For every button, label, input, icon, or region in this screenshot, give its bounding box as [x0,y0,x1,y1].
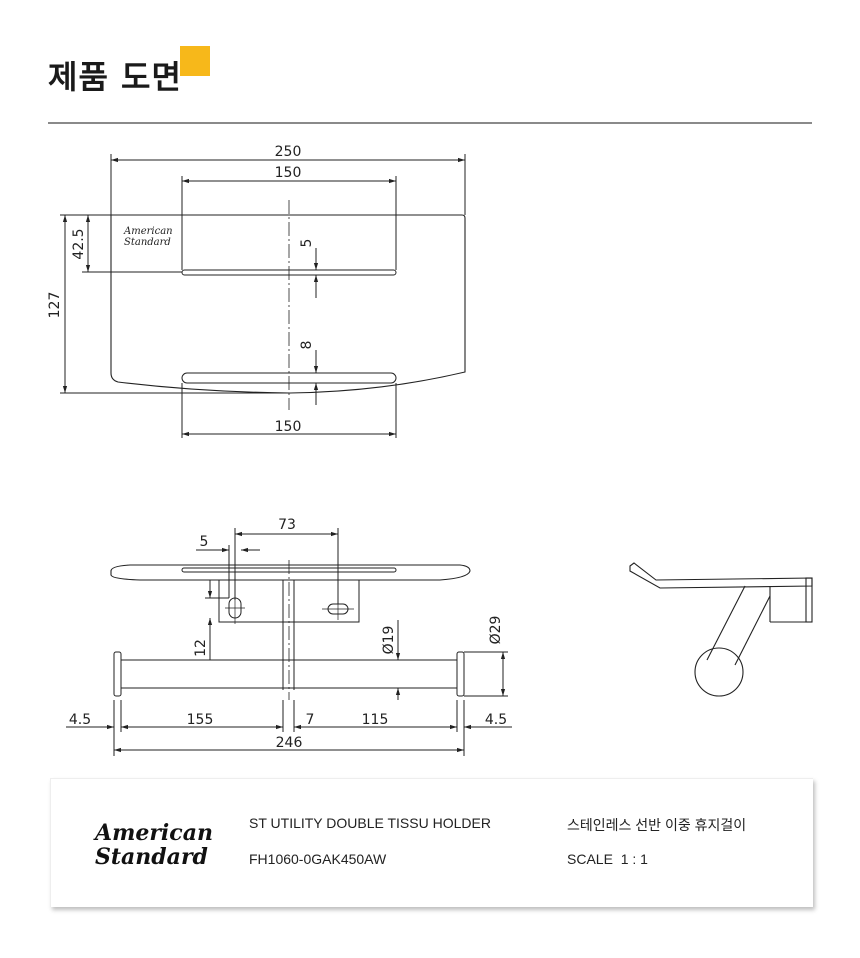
dim-slot-width-bottom: 150 [275,419,302,435]
dim-end-cap-diameter: Ø29 [488,616,504,645]
brand-logo: American Standard [95,821,213,869]
dim-overall-depth: 127 [47,292,63,319]
title-accent-square [180,46,210,76]
top-view-brand-line1: American [123,226,173,237]
dim-slot-offset: 5 [200,534,209,550]
scale-label: SCALE 1 : 1 [567,851,648,867]
brand-logo-line2: Standard [95,844,208,870]
title-block-info: American Standard ST UTILITY DOUBLE TISS… [50,778,813,907]
dim-left-span: 155 [187,712,214,728]
dim-center-gap: 7 [306,712,315,728]
dim-overall-width: 250 [275,144,302,160]
top-view [60,154,466,438]
dim-logo-offset: 42.5 [71,228,87,259]
product-name-en: ST UTILITY DOUBLE TISSU HOLDER [249,815,491,831]
dim-slot-width-top: 150 [275,165,302,181]
side-view [629,562,813,697]
front-view [66,528,512,756]
brand-logo-line1: American [95,820,213,846]
dim-right-span: 115 [362,712,389,728]
page-title: 제품 도면 [48,58,182,96]
top-view-brand-line2: Standard [124,237,171,248]
title-block: 제품 도면 [48,46,210,112]
dim-slot2-gap: 8 [299,341,315,350]
dim-rod-diameter: Ø19 [381,626,397,655]
dim-slot1-gap: 5 [299,239,315,248]
product-name-ko: 스테인레스 선반 이중 휴지걸이 [567,817,747,833]
top-view-brand-mark: American Standard [123,226,173,248]
dim-mount-height: 12 [193,639,209,657]
title-divider [48,122,812,124]
dim-end-left: 4.5 [69,712,91,728]
dim-overall-length: 246 [276,735,303,751]
dim-end-right: 4.5 [485,712,507,728]
dim-mount-spacing: 73 [278,517,296,533]
model-code: FH1060-0GAK450AW [249,851,387,867]
